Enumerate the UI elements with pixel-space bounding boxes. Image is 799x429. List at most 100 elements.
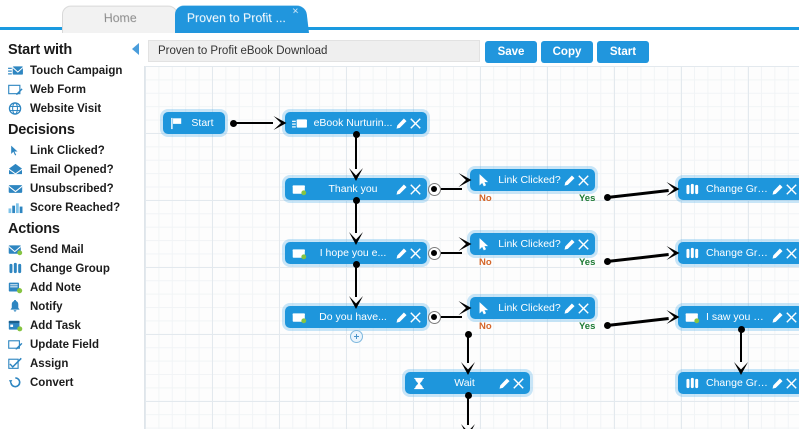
flow-node-isaw[interactable]: I saw you cli... [678,306,799,328]
add-node-button[interactable] [350,330,363,343]
arrowhead-down [461,424,475,429]
sidebar-item-change-group[interactable]: Change Group [8,259,129,278]
sidebar-item-link-clicked[interactable]: Link Clicked? [8,141,129,160]
sidebar-heading-start-with: Start with [8,42,73,58]
campaign-name-input[interactable] [148,40,480,62]
sidebar-item-label: Assign [30,357,69,370]
arrowhead-down [734,362,748,380]
sidebar-item-convert[interactable]: Convert [8,373,129,392]
hourglass-icon [408,377,430,390]
sidebar-item-add-note[interactable]: Add Note [8,278,129,297]
node-actions [772,377,799,389]
flow-node-start[interactable]: Start [163,112,225,134]
connector-line [354,134,358,169]
pencil-icon[interactable] [772,183,783,195]
collapse-left-icon[interactable] [132,43,139,55]
connector-line [441,187,462,191]
node-actions [772,183,799,195]
node-actions [499,377,530,389]
flow-node-ihope[interactable]: I hope you e... [285,242,427,264]
sidebar-item-send-mail[interactable]: Send Mail [8,240,129,259]
sidebar-item-unsubscribed[interactable]: Unsubscribed? [8,179,129,198]
flow-node-lc3[interactable]: Link Clicked? [470,297,595,319]
sidebar-item-label: Unsubscribed? [30,182,114,195]
flow-node-doyou[interactable]: Do you have... [285,306,427,328]
close-icon[interactable] [786,377,797,389]
tab-home[interactable]: Home [62,5,180,33]
connector-line [441,315,462,319]
pencil-icon[interactable] [772,377,783,389]
pencil-icon[interactable] [564,174,575,186]
sidebar-item-update-field[interactable]: Update Field [8,335,129,354]
close-icon[interactable] [578,302,589,314]
sidebar-item-label: Add Note [30,281,82,294]
pencil-icon[interactable] [772,247,783,259]
change-group-icon [681,183,703,196]
flow-node-lc1[interactable]: Link Clicked? [470,169,595,191]
close-icon[interactable] [578,174,589,186]
unsubscribed-icon [8,182,24,196]
pencil-icon[interactable] [396,183,407,195]
sidebar-item-label: Web Form [30,83,87,96]
flow-node-ebook[interactable]: eBook Nurturin... [285,112,427,134]
add-task-icon [8,319,24,333]
node-actions [564,174,595,186]
output-port[interactable] [427,182,441,196]
sidebar-item-label: Website Visit [30,102,102,115]
send-mail-icon [8,243,24,257]
sidebar-item-notify[interactable]: Notify [8,297,129,316]
branch-label-yes: Yes [579,193,596,204]
sidebar-item-touch-campaign[interactable]: Touch Campaign [8,61,129,80]
change-group-icon [681,377,703,390]
flow-node-thankyou[interactable]: Thank you [285,178,427,200]
sidebar-item-assign[interactable]: Assign [8,354,129,373]
flow-node-cg2[interactable]: Change Gro... [678,242,799,264]
email-opened-icon [8,163,24,177]
close-icon[interactable] [786,311,797,323]
close-icon[interactable] [410,247,421,259]
branch-label-no: No [479,193,492,204]
sidebar-item-score-reached[interactable]: Score Reached? [8,198,129,217]
close-icon[interactable] [410,311,421,323]
pencil-icon[interactable] [564,238,575,250]
pencil-icon[interactable] [396,311,407,323]
pencil-icon[interactable] [499,377,510,389]
flow-node-wait[interactable]: Wait [405,372,530,394]
sidebar-item-add-task[interactable]: Add Task [8,316,129,335]
save-button[interactable]: Save [485,41,537,63]
flag-icon [166,117,188,130]
close-icon[interactable] [410,183,421,195]
pencil-icon[interactable] [396,117,407,129]
close-icon[interactable]: × [291,5,300,18]
sidebar-item-website-visit[interactable]: Website Visit [8,99,129,118]
send-mail-icon [681,311,703,324]
flow-node-cg3[interactable]: Change Gro... [678,372,799,394]
tab-proven-to-profit[interactable]: Proven to Profit ... × [175,5,309,33]
connector-line [606,188,670,199]
close-icon[interactable] [513,377,524,389]
work-area: Save Copy Start Start eBook Nurturin... Th… [129,33,799,429]
pencil-icon[interactable] [564,302,575,314]
flow-node-cg1[interactable]: Change Gro... [678,178,799,200]
pencil-icon[interactable] [396,247,407,259]
start-button[interactable]: Start [597,41,649,63]
copy-button[interactable]: Copy [541,41,593,63]
node-actions [564,302,595,314]
output-port [603,321,611,329]
close-icon[interactable] [578,238,589,250]
connector-line [466,334,470,363]
touch-campaign-icon [288,117,310,130]
close-icon[interactable] [410,117,421,129]
output-port[interactable] [427,246,441,260]
close-icon[interactable] [786,183,797,195]
sidebar-item-web-form[interactable]: Web Form [8,80,129,99]
close-icon[interactable] [786,247,797,259]
website-visit-icon [8,101,24,116]
sidebar-item-email-opened[interactable]: Email Opened? [8,160,129,179]
flow-node-lc2[interactable]: Link Clicked? [470,233,595,255]
output-port[interactable] [427,310,441,324]
touch-campaign-icon [8,64,24,78]
bell-icon [8,299,24,314]
pencil-icon[interactable] [772,311,783,323]
